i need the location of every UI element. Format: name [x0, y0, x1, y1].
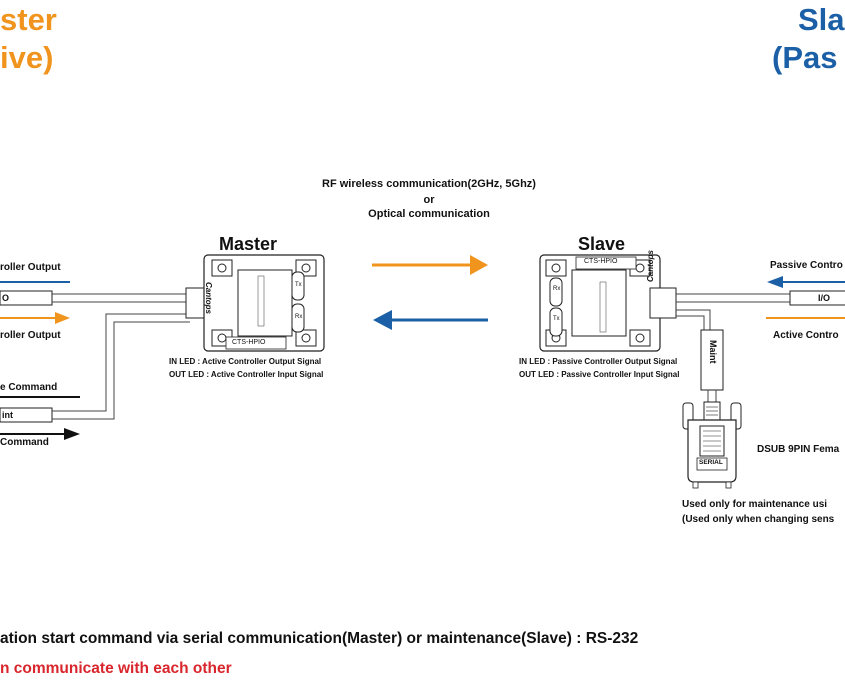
dsub-connector — [682, 401, 742, 489]
maintenance-note-line1: Used only for maintenance usi — [682, 499, 828, 510]
right-blue-arrow — [767, 276, 783, 288]
right-passive-ctrl-label: Passive Contro — [770, 260, 843, 271]
left-maint-label: int — [2, 410, 13, 420]
footer-communication-note: n communicate with each other — [0, 660, 232, 677]
right-active-ctrl-label: Active Contro — [773, 330, 839, 341]
slave-port-tx: Tx — [553, 316, 560, 322]
master-port-rx: Rx — [295, 314, 303, 320]
comm-method-line3: Optical communication — [368, 208, 490, 220]
slave-brand-logo: Cantops — [646, 250, 655, 282]
slave-model-label: CTS-HPIO — [584, 258, 618, 265]
left-maint-cable-box — [0, 407, 53, 423]
slave-maint-cable-label-box — [700, 329, 724, 391]
slave-device-title: Slave — [578, 234, 626, 254]
slave-device — [539, 254, 677, 352]
left-black-arrow — [64, 428, 80, 440]
left-io-label: O — [2, 293, 10, 303]
master-device — [185, 254, 325, 352]
left-command-bottom: Command — [0, 437, 49, 448]
master-model-label: CTS-HPIO — [232, 339, 266, 346]
master-brand-logo: Cantops — [204, 282, 213, 314]
right-io-label: I/O — [818, 293, 831, 303]
blue-arrow-left — [373, 310, 488, 330]
master-port-tx: Tx — [295, 282, 302, 288]
slave-title-line1: Sla — [798, 2, 845, 37]
left-io-cable-box — [0, 290, 53, 306]
master-led-out-note: OUT LED : Active Controller Input Signal — [169, 370, 324, 379]
right-io-cable-box — [789, 290, 845, 306]
serial-port-label: SERIAL — [699, 459, 723, 466]
master-device-title: Master — [219, 234, 278, 254]
slave-title-line2: (Pas — [772, 40, 838, 75]
slave-led-out-note: OUT LED : Passive Controller Input Signa… — [519, 370, 680, 379]
master-led-in-note: IN LED : Active Controller Output Signal — [169, 357, 322, 366]
footer-rs232-note: ation start command via serial communica… — [0, 630, 639, 647]
left-command-top: e Command — [0, 382, 58, 393]
slave-maint-label: Maint — [708, 340, 718, 364]
left-ctrl-output-bottom: roller Output — [0, 330, 61, 341]
slave-led-in-note: IN LED : Passive Controller Output Signa… — [519, 357, 678, 366]
dsub-label: DSUB 9PIN Fema — [757, 444, 840, 455]
master-title-line2: ive) — [0, 40, 54, 75]
maintenance-note-line2: (Used only when changing sens — [682, 514, 835, 525]
comm-method-line2: or — [423, 194, 435, 206]
orange-arrow-right — [372, 255, 488, 275]
slave-port-rx: Rx — [553, 286, 561, 292]
master-title-line1: ster — [0, 2, 57, 37]
comm-method-line1: RF wireless communication(2GHz, 5Ghz) — [322, 178, 536, 190]
left-orange-arrow — [55, 312, 70, 324]
left-ctrl-output-top: roller Output — [0, 262, 61, 273]
